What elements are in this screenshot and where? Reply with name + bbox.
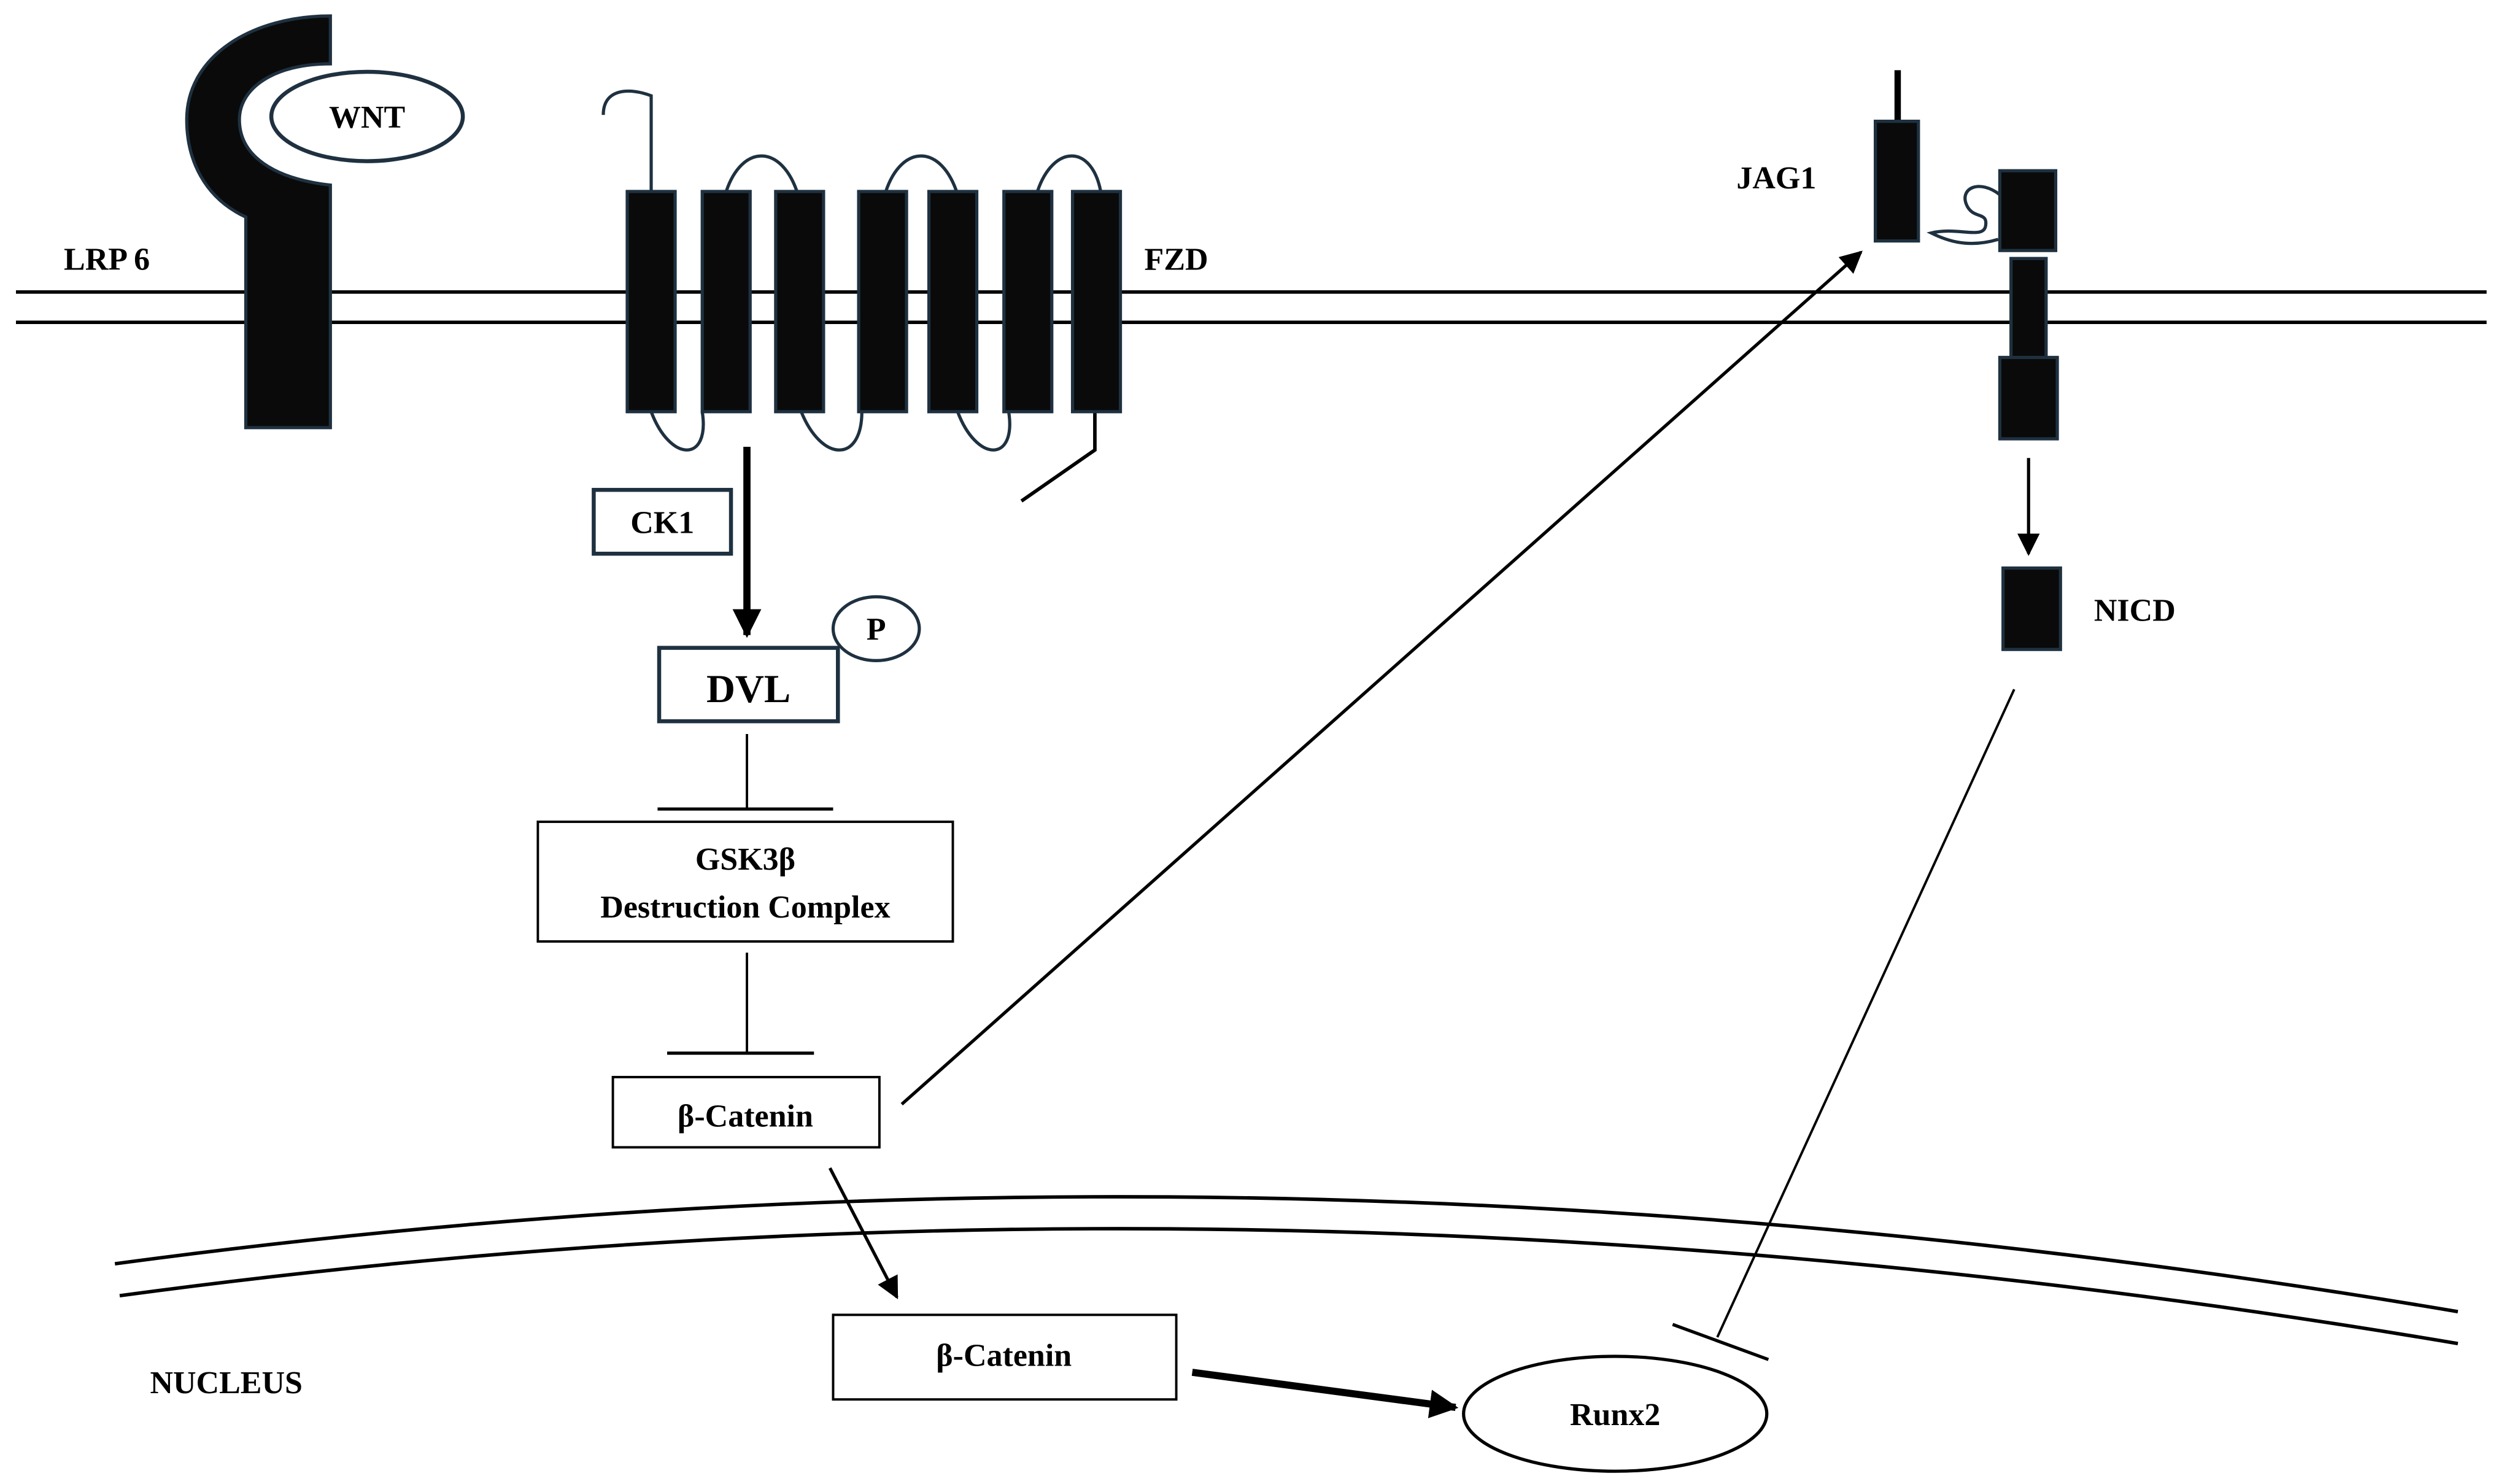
phosphate-label: P (867, 613, 886, 647)
ck1-label: CK1 (630, 505, 694, 540)
b-catenin-cytoplasm-label: β-Catenin (678, 1099, 813, 1134)
phosphate-circle (831, 595, 921, 662)
b-catenin-nuclear-translocation-arrow (828, 1167, 899, 1300)
gsk3b-inhibits-b-catenin (667, 953, 814, 1055)
nicd-block (2001, 566, 2062, 651)
nucleus-label: NUCLEUS (150, 1366, 303, 1401)
ck1-box (592, 487, 733, 556)
runx2-label: Runx2 (1570, 1397, 1660, 1432)
dvl-label: DVL (706, 667, 790, 711)
b-catenin-cytoplasm-box (611, 1076, 881, 1149)
lrp6-receptor (185, 14, 332, 430)
fzd-label: FZD (1145, 242, 1208, 277)
nicd-inhibits-runx2 (1672, 689, 2016, 1361)
wnt-ligand (269, 69, 465, 163)
b-catenin-nucleus-box (832, 1313, 1178, 1401)
runx2-ellipse (1462, 1355, 1769, 1473)
lrp6-label: LRP 6 (64, 242, 150, 277)
gsk3b-destruction-complex-box (536, 821, 954, 943)
gsk3b-label: GSK3β (695, 842, 795, 877)
nicd-label: NICD (2094, 593, 2176, 628)
destruction-complex-label: Destruction Complex (600, 890, 890, 925)
dvl-box (657, 646, 840, 724)
jag1-label: JAG1 (1736, 161, 1816, 196)
b-catenin-nucleus-label: β-Catenin (936, 1339, 1072, 1374)
notch-receptor (1927, 169, 2059, 441)
fzd-receptor (601, 89, 1123, 503)
b-catenin-to-jag1-arrow (900, 250, 1863, 1106)
jag1-ligand (1874, 70, 1920, 243)
cell-membrane (16, 290, 2487, 325)
dvl-inhibits-gsk3b (657, 734, 833, 811)
wnt-label: WNT (329, 100, 405, 135)
b-catenin-to-runx2-arrow (1191, 1369, 1459, 1418)
nuclear-membrane (114, 1195, 2459, 1346)
